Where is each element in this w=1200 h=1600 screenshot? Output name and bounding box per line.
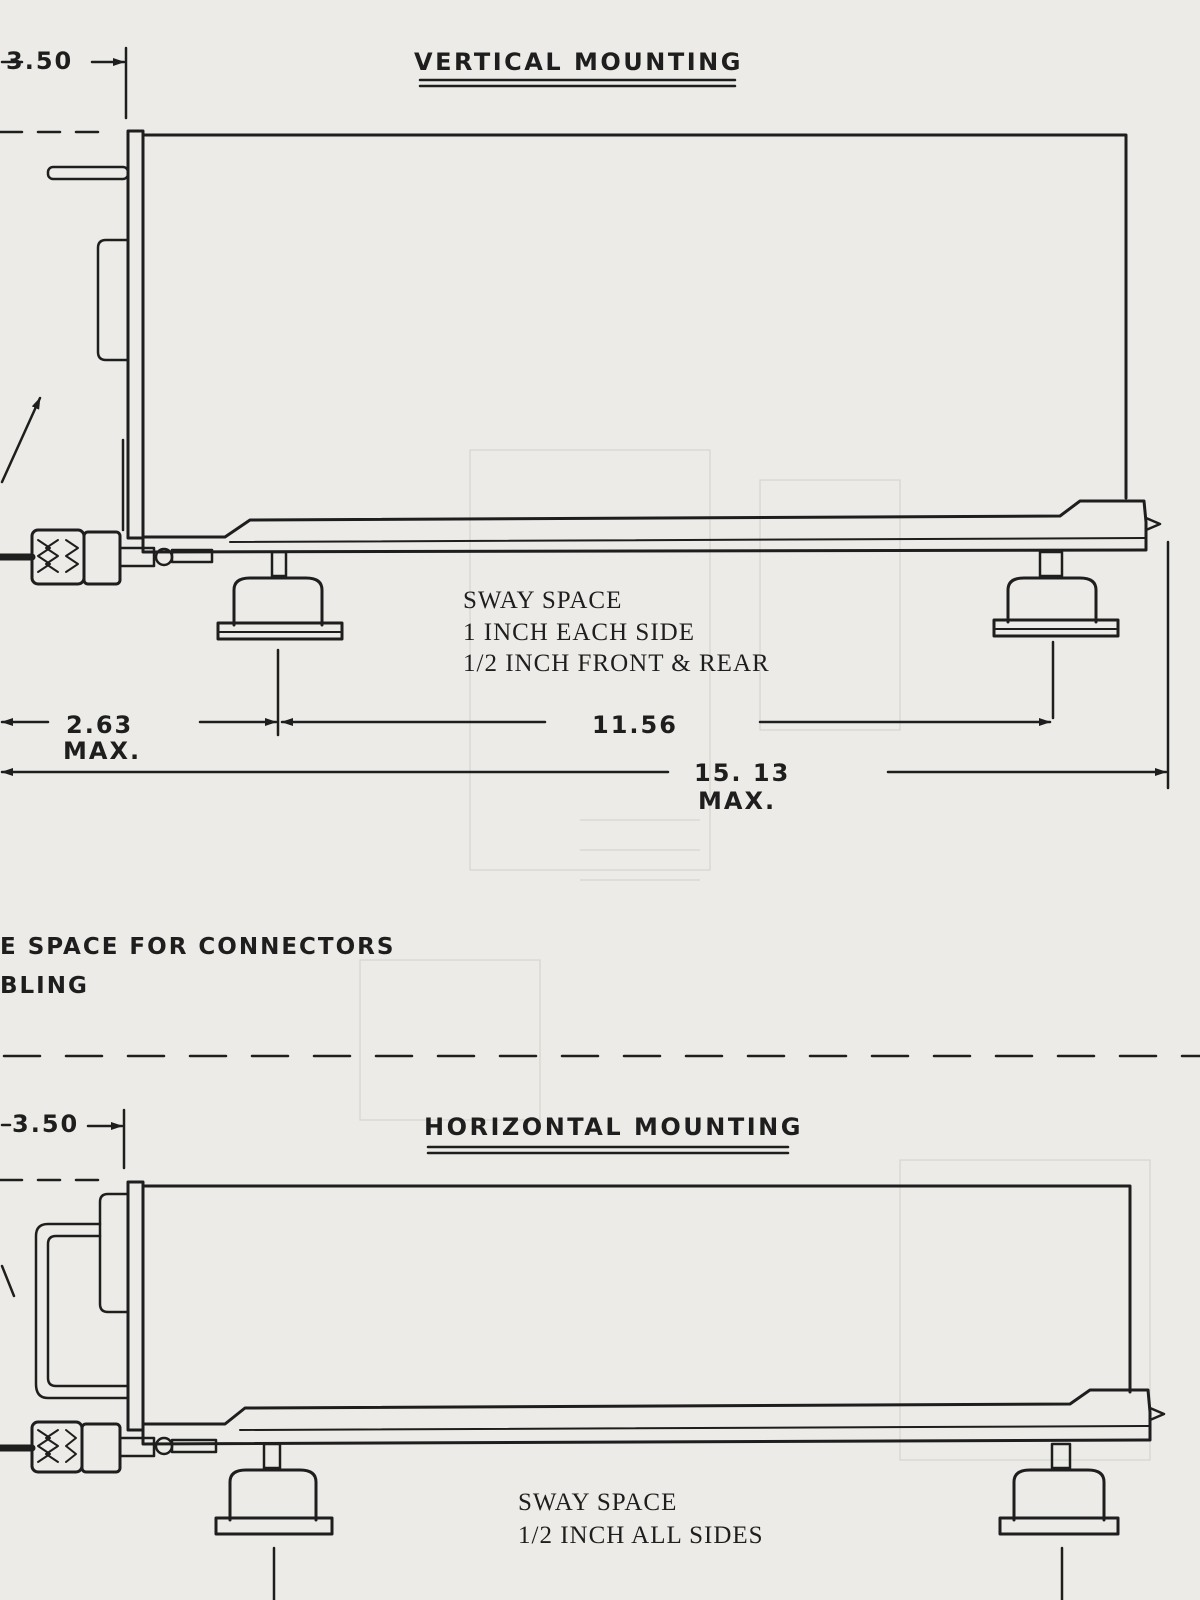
- vertical-tray-rear-pin: [1144, 516, 1162, 532]
- horizontal-panel-handle-inner: [46, 1234, 130, 1388]
- vertical-rear-shock-mount: [992, 550, 1120, 638]
- vertical-mounting-tray: [141, 499, 1148, 554]
- horizontal-mounting-tray: [141, 1388, 1152, 1446]
- horizontal-connector-leader: [0, 1264, 16, 1298]
- horizontal-sway-space-line-1: SWAY SPACE: [518, 1489, 677, 1516]
- show-through-marks: [359, 449, 1151, 1461]
- vertical-overall-length-value: 15. 13: [694, 759, 790, 787]
- connector-space-note-line-2: BLING: [0, 973, 89, 999]
- horizontal-panel-side-handle: [98, 1192, 130, 1314]
- horizontal-front-shock-mount: [214, 1442, 334, 1536]
- vertical-panel-handle: [96, 238, 130, 362]
- vertical-panel-knob: [46, 165, 130, 181]
- horizontal-tray-rail: [239, 1425, 1151, 1431]
- vertical-hold-down-connector: [0, 528, 214, 586]
- horizontal-tray-rear-pin: [1148, 1406, 1166, 1422]
- horizontal-unit-case: [141, 1184, 1132, 1394]
- vertical-tray-rail: [229, 537, 1147, 543]
- vertical-front-panel: [126, 129, 145, 540]
- vertical-sway-space-line-1: SWAY SPACE: [463, 587, 622, 614]
- vertical-sway-space-line-3: 1/2 INCH FRONT & REAR: [463, 650, 770, 677]
- vertical-overall-length-max: MAX.: [698, 787, 776, 815]
- horizontal-hold-down-connector: [0, 1420, 218, 1474]
- vertical-mounting-section: 3.50 VERTICAL MOUNTING: [0, 46, 1170, 815]
- horizontal-panel-handle-outer: [34, 1222, 130, 1400]
- vertical-front-overhang-value: 2.63: [66, 711, 133, 739]
- vertical-mounting-title: VERTICAL MOUNTING: [414, 48, 743, 76]
- horizontal-rear-shock-mount: [998, 1442, 1120, 1536]
- horizontal-sway-space-line-2: 1/2 INCH ALL SIDES: [518, 1522, 764, 1549]
- horizontal-top-dimension-label: 3.50: [12, 1110, 79, 1138]
- horizontal-mounting-section: 3.50 HORIZONTAL MOUNTING: [0, 1108, 1166, 1600]
- vertical-unit-case: [141, 133, 1128, 500]
- vertical-front-shock-mount: [216, 550, 344, 641]
- connector-space-note-line-1: E SPACE FOR CONNECTORS: [0, 934, 395, 960]
- vertical-connector-leader-arrow: [0, 396, 42, 484]
- vertical-foot-spacing-value: 11.56: [592, 711, 678, 739]
- vertical-sway-space-line-2: 1 INCH EACH SIDE: [463, 619, 695, 646]
- vertical-front-overhang-max: MAX.: [63, 737, 141, 765]
- horizontal-mounting-title: HORIZONTAL MOUNTING: [424, 1113, 803, 1141]
- horizontal-front-panel: [126, 1180, 145, 1432]
